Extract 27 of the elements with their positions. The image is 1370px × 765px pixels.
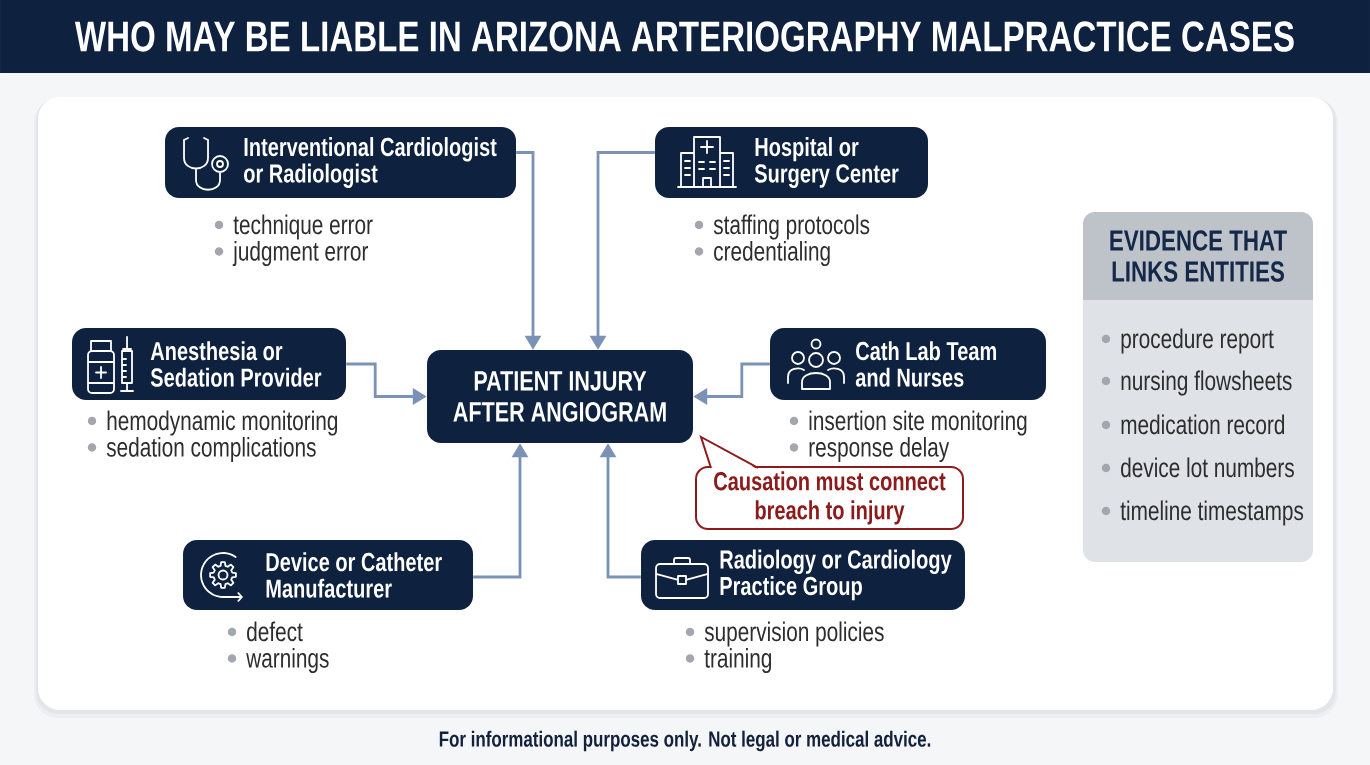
- list-item: credentialing: [714, 240, 830, 267]
- entity-box: Device or Catheter Manufacturer: [183, 540, 473, 610]
- list-item: warnings: [246, 647, 329, 674]
- list-item: device lot numbers: [1121, 457, 1294, 478]
- list-item: procedure report: [1121, 328, 1274, 354]
- list-item: response delay: [809, 436, 950, 463]
- list-item: training: [704, 647, 772, 674]
- list-item: hemodynamic monitoring: [107, 410, 338, 436]
- panel-header: EVIDENCE THAT LINKS ENTITIES: [1083, 212, 1313, 300]
- list-item: defect: [247, 621, 303, 642]
- list-item: timeline timestamps: [1120, 500, 1304, 526]
- entity-box: Interventional Cardiologist or Radiologist: [165, 127, 516, 198]
- entity-box: Radiology or Cardiology Practice Group: [641, 540, 965, 610]
- title-bar: WHO MAY BE LIABLE IN ARIZONA ARTERIOGRAPHY MALPRACTICE CASES: [0, 0, 1370, 73]
- entity-box: Anesthesia or Sedation Provider: [72, 328, 346, 400]
- entity-box: Hospital or Surgery Center: [655, 127, 928, 198]
- outcome-box: PATIENT INJURY AFTER ANGIOGRAM: [427, 350, 693, 443]
- list-item: sedation complications: [106, 436, 316, 463]
- list-item: nursing flowsheets: [1121, 370, 1292, 396]
- list-item: medication record: [1121, 414, 1285, 435]
- list-item: staffing protocols: [713, 214, 870, 240]
- footer-note: For informational purposes only. Not legal or medical advice.: [439, 730, 931, 752]
- list-item: technique error: [233, 214, 373, 240]
- list-item: insertion site monitoring: [809, 410, 1027, 436]
- list-item: judgment error: [232, 240, 369, 267]
- entity-box: Cath Lab Team and Nurses: [770, 328, 1046, 400]
- list-item: supervision policies: [704, 621, 884, 647]
